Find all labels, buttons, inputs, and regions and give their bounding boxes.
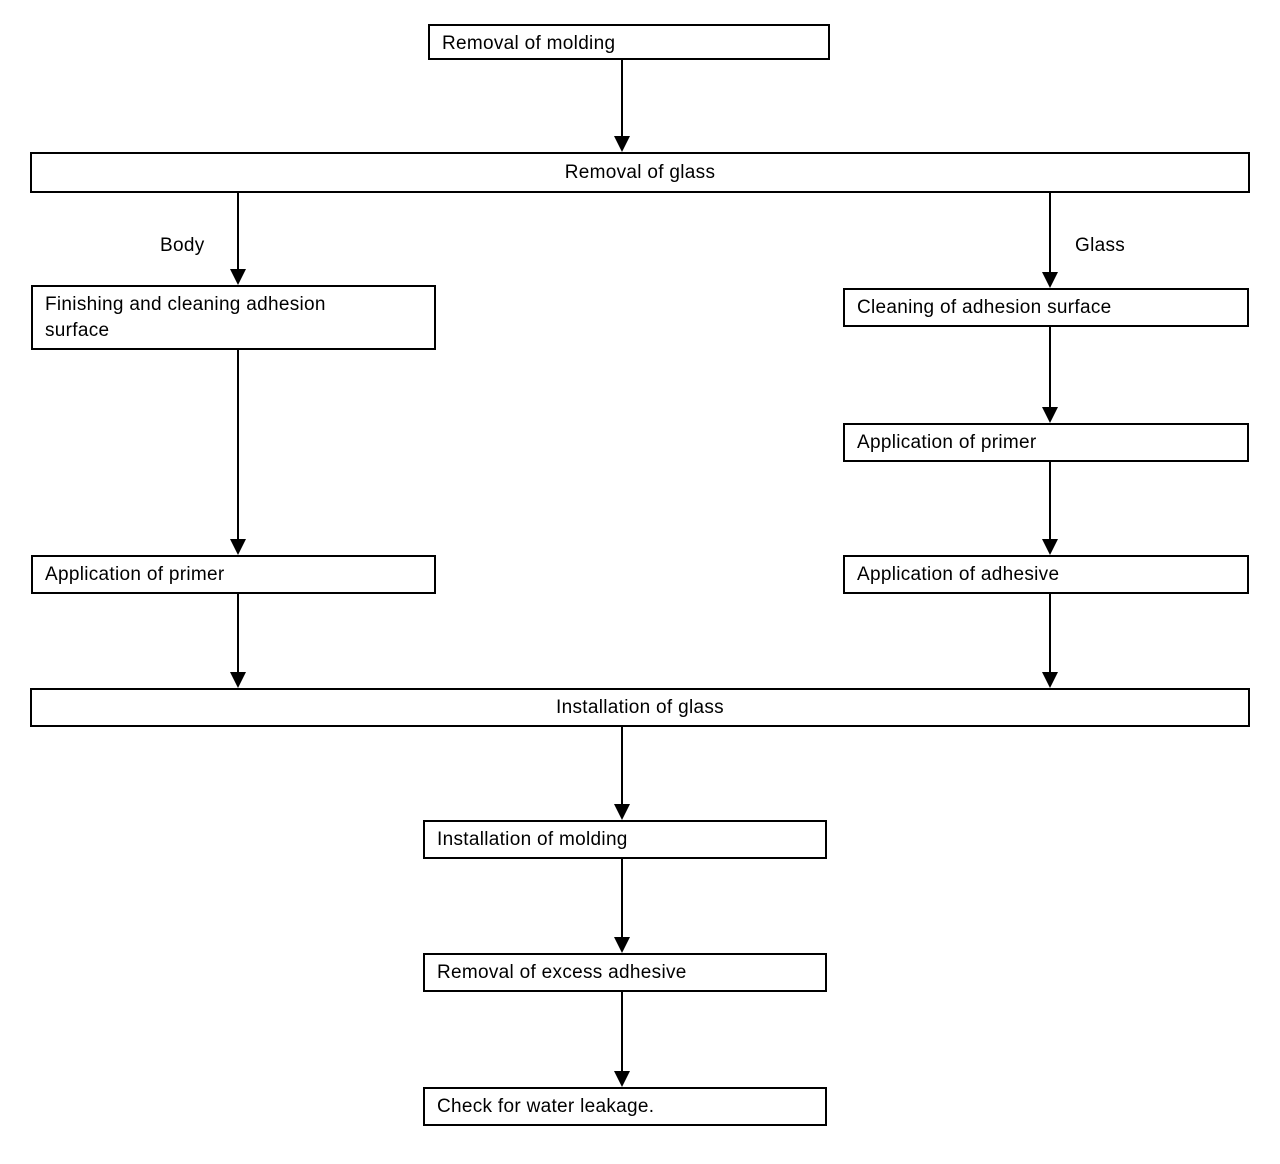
node-application-of-primer-body: Application of primer: [31, 555, 436, 594]
arrowhead-icon-excess-adhesive-to-water-leakage: [614, 1071, 630, 1087]
arrowhead-icon-removal-glass-to-body-branch: [230, 269, 246, 285]
arrowhead-icon-primer-glass-to-adhesive: [1042, 539, 1058, 555]
node-label-installation-of-molding: Installation of molding: [437, 829, 628, 850]
edge-excess-adhesive-to-water-leakage: [621, 992, 623, 1071]
arrowhead-icon-adhesive-to-installation-glass: [1042, 672, 1058, 688]
node-removal-of-excess-adhesive: Removal of excess adhesive: [423, 953, 827, 992]
node-installation-of-molding: Installation of molding: [423, 820, 827, 859]
node-label-cleaning-of-adhesion-surface: Cleaning of adhesion surface: [857, 297, 1112, 318]
node-label-application-of-adhesive: Application of adhesive: [857, 564, 1060, 585]
edge-primer-body-to-installation-glass: [237, 594, 239, 672]
node-installation-of-glass: Installation of glass: [30, 688, 1250, 727]
edge-label-body: Body: [160, 235, 205, 256]
arrowhead-icon-removal-glass-to-glass-branch: [1042, 272, 1058, 288]
arrowhead-icon-installation-glass-to-molding: [614, 804, 630, 820]
edge-primer-glass-to-adhesive: [1049, 462, 1051, 539]
node-removal-of-glass: Removal of glass: [30, 152, 1250, 193]
arrowhead-icon-finishing-to-primer-body: [230, 539, 246, 555]
arrowhead-icon-cleaning-to-primer-glass: [1042, 407, 1058, 423]
edge-finishing-to-primer-body: [237, 350, 239, 539]
node-check-for-water-leakage: Check for water leakage.: [423, 1087, 827, 1126]
edge-removal-glass-to-body-branch: [237, 193, 239, 269]
node-label-removal-of-glass: Removal of glass: [564, 161, 716, 183]
edge-molding-to-removal-glass: [621, 60, 623, 136]
node-label-application-of-primer-glass: Application of primer: [857, 432, 1037, 453]
node-finishing-and-cleaning-adhesion-surface: Finishing and cleaning adhesion surface: [31, 285, 436, 350]
edge-molding-to-excess-adhesive: [621, 859, 623, 937]
edge-installation-glass-to-molding: [621, 727, 623, 804]
node-label-application-of-primer-body: Application of primer: [45, 564, 225, 585]
edge-removal-glass-to-glass-branch: [1049, 193, 1051, 272]
edge-adhesive-to-installation-glass: [1049, 594, 1051, 672]
node-label-removal-of-excess-adhesive: Removal of excess adhesive: [437, 962, 687, 983]
node-label-check-for-water-leakage: Check for water leakage.: [437, 1096, 655, 1117]
edge-label-glass: Glass: [1075, 235, 1126, 256]
node-application-of-primer-glass: Application of primer: [843, 423, 1249, 462]
node-cleaning-of-adhesion-surface: Cleaning of adhesion surface: [843, 288, 1249, 327]
arrowhead-icon-molding-to-excess-adhesive: [614, 937, 630, 953]
arrowhead-icon-molding-to-removal-glass: [614, 136, 630, 152]
node-application-of-adhesive: Application of adhesive: [843, 555, 1249, 594]
edge-cleaning-to-primer-glass: [1049, 327, 1051, 407]
node-label-removal-of-molding: Removal of molding: [442, 33, 616, 54]
node-removal-of-molding: Removal of molding: [428, 24, 830, 60]
node-label-finishing-and-cleaning-adhesion-surface: Finishing and cleaning adhesion surface: [45, 294, 326, 341]
arrowhead-icon-primer-body-to-installation-glass: [230, 672, 246, 688]
node-label-installation-of-glass: Installation of glass: [556, 696, 724, 718]
